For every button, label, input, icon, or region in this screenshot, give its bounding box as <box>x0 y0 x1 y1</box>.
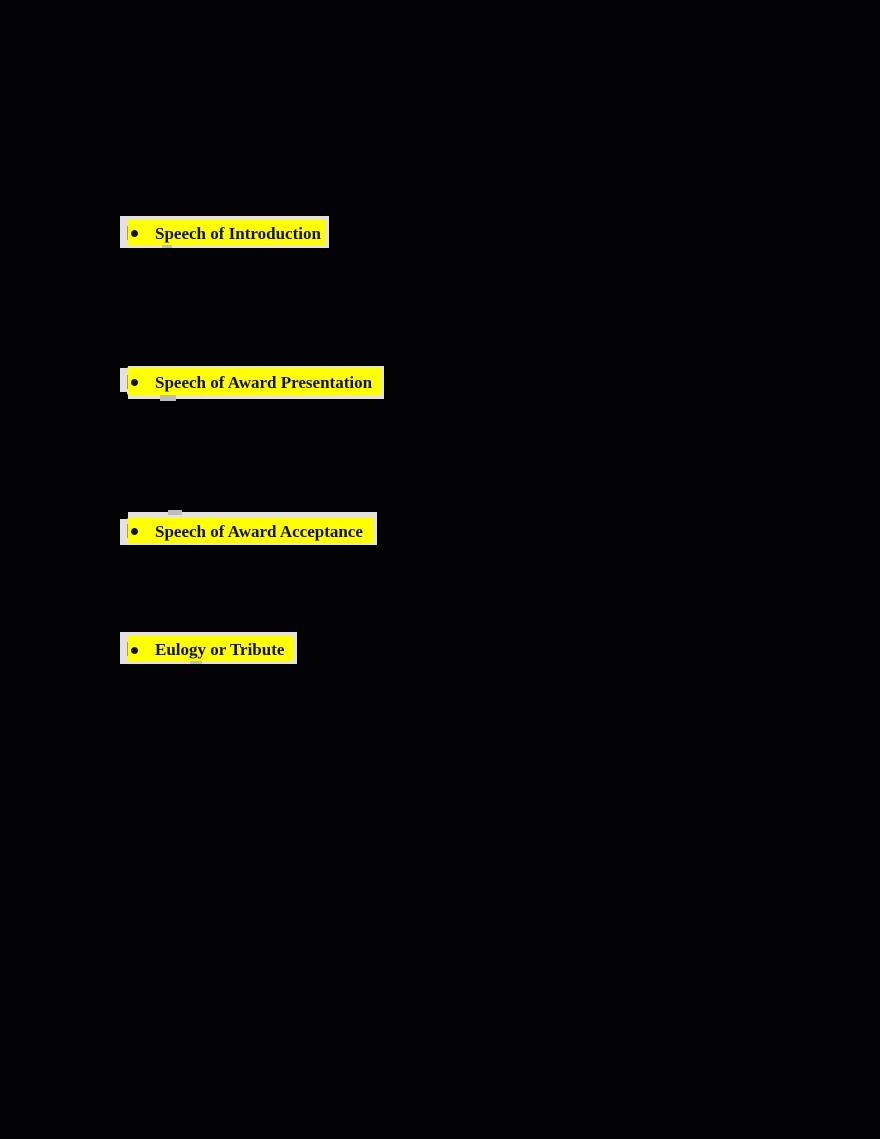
list-item-label: Speech of Award Presentation <box>155 373 373 392</box>
highlight <box>127 636 293 661</box>
bullet-icon <box>131 528 138 535</box>
ruler-tab-marker <box>190 661 202 664</box>
text-cursor-mark <box>127 524 128 538</box>
text-cursor-mark <box>127 642 128 656</box>
list-item-label: Speech of Introduction <box>155 224 321 243</box>
list-item-speech-of-award-acceptance[interactable]: Speech of Award Acceptance <box>120 510 377 545</box>
ruler-tab-marker <box>162 245 172 248</box>
ruler-tab-marker <box>168 510 182 515</box>
list-item-speech-of-introduction[interactable]: Speech of Introduction <box>120 216 329 248</box>
list-item-eulogy-or-tribute[interactable]: Eulogy or Tribute <box>120 632 297 664</box>
highlight <box>127 219 326 245</box>
text-cursor-mark <box>127 375 128 389</box>
bullet-icon <box>131 647 138 654</box>
list-item-label: Eulogy or Tribute <box>155 640 285 659</box>
bullet-icon <box>131 379 138 386</box>
list-item-speech-of-award-presentation[interactable]: Speech of Award Presentation <box>120 366 384 401</box>
highlight <box>127 367 381 395</box>
highlight <box>127 518 374 544</box>
text-cursor-mark <box>127 226 128 240</box>
bullet-icon <box>131 230 138 237</box>
list-item-label: Speech of Award Acceptance <box>155 522 363 541</box>
ruler-tab-marker <box>160 395 176 401</box>
